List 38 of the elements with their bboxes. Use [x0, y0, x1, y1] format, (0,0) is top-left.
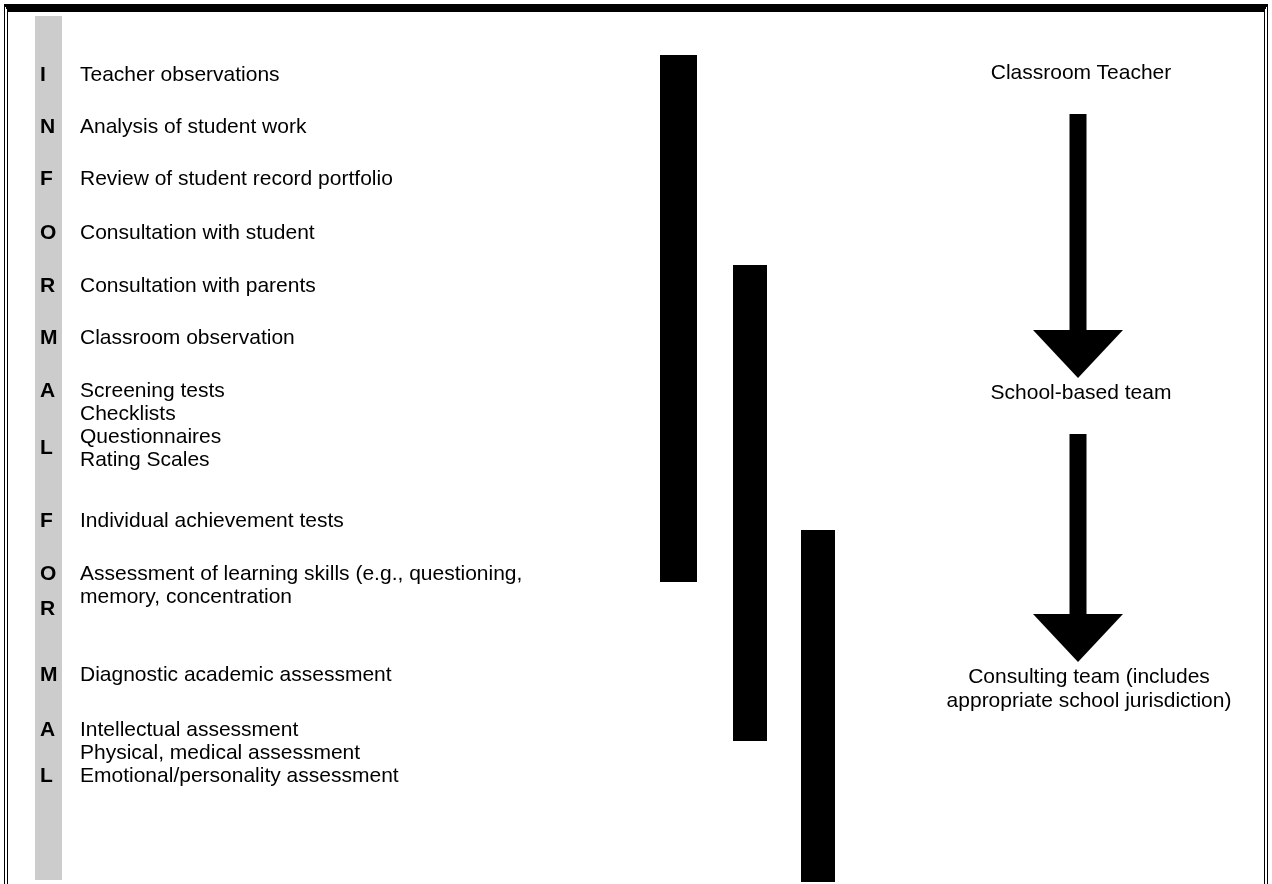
assessment-item: Intellectual assessment [80, 717, 299, 740]
assessment-item: Classroom observation [80, 325, 295, 348]
side-letter: L [40, 435, 53, 458]
assessment-item: Consultation with student [80, 220, 315, 243]
side-letter: O [40, 220, 57, 243]
side-letter: N [40, 114, 56, 137]
side-letter: R [40, 596, 56, 619]
assessment-item: Screening tests [80, 378, 225, 401]
assessment-item: Physical, medical assessment [80, 740, 361, 763]
range-bar [660, 55, 697, 582]
side-letter: L [40, 763, 53, 786]
range-bar [801, 530, 835, 882]
side-letter: F [40, 508, 53, 531]
arrow [1033, 434, 1123, 662]
assessment-item: Diagnostic academic assessment [80, 662, 392, 685]
assessment-item: Review of student record portfolio [80, 166, 393, 189]
assessment-item: Individual achievement tests [80, 508, 344, 531]
assessment-item: Analysis of student work [80, 114, 307, 137]
side-letter: O [40, 561, 57, 584]
assessment-item: Checklists [80, 401, 176, 424]
role-label: Consulting team (includes appropriate school jurisdiction) [929, 664, 1249, 712]
assessment-item: Rating Scales [80, 447, 210, 470]
assessment-item: Teacher observations [80, 62, 280, 85]
side-letter: R [40, 273, 56, 296]
assessment-item: Questionnaires [80, 424, 222, 447]
side-letter: I [40, 62, 46, 85]
assessment-item: Emotional/personality assessment [80, 763, 399, 786]
side-letter: A [40, 378, 56, 401]
side-letter: M [40, 662, 58, 685]
side-letter: M [40, 325, 58, 348]
arrow [1033, 114, 1123, 378]
assessment-item: Consultation with parents [80, 273, 316, 296]
role-label: Classroom Teacher [951, 60, 1211, 84]
assessment-item: Assessment of learning skills (e.g., questioning, memory, concentration [80, 561, 524, 607]
range-bar [733, 265, 767, 741]
role-label: School-based team [951, 380, 1211, 404]
side-letter: A [40, 717, 56, 740]
side-letter: F [40, 166, 53, 189]
